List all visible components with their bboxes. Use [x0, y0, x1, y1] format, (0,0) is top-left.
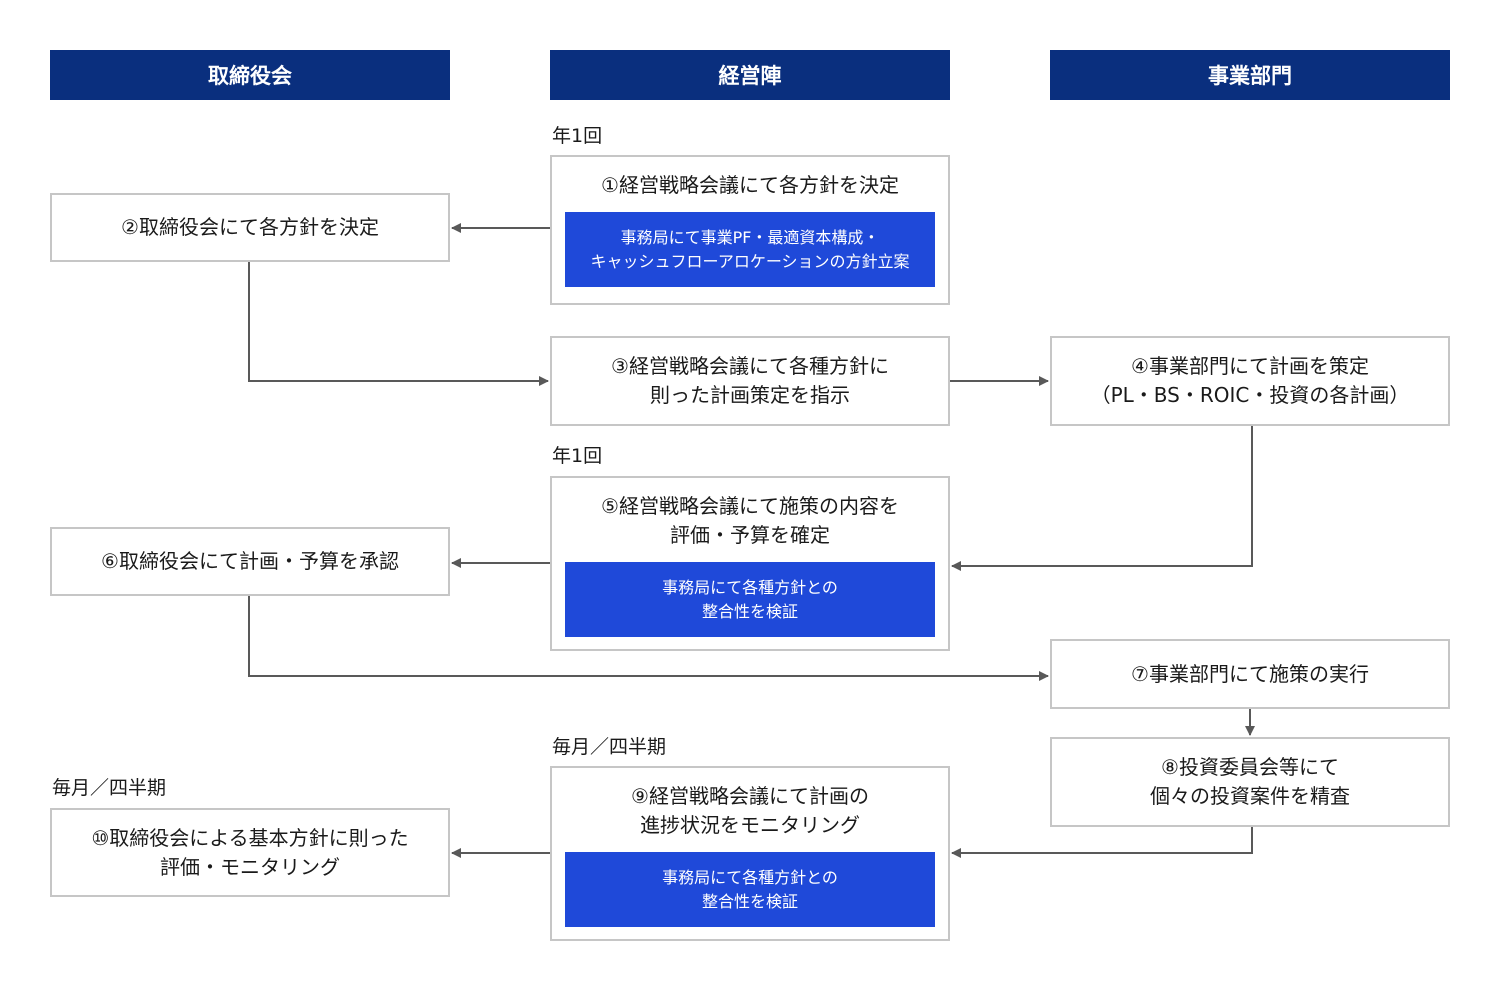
step-3-title: ③経営戦略会議にて各種方針に 則った計画策定を指示	[611, 354, 889, 407]
frequency-label-annual: 年1回	[552, 125, 603, 147]
step-2-title: ②取締役会にて各方針を決定	[121, 215, 379, 239]
step-4-box: ④事業部門にて計画を策定 （PL・BS・ROIC・投資の各計画）	[1050, 336, 1450, 426]
step-10-box: ⑩取締役会による基本方針に則った 評価・モニタリング	[50, 808, 450, 897]
step-5-box: ⑤経営戦略会議にて施策の内容を 評価・予算を確定 事務局にて各種方針との 整合性…	[550, 476, 950, 651]
step-7-title: ⑦事業部門にて施策の実行	[1131, 661, 1369, 686]
step-3-box: ③経営戦略会議にて各種方針に 則った計画策定を指示	[550, 336, 950, 426]
header-board: 取締役会	[50, 50, 450, 100]
step-8-box: ⑧投資委員会等にて 個々の投資案件を精査	[1050, 737, 1450, 827]
header-management: 経営陣	[550, 50, 950, 100]
frequency-label-monthly: 毎月／四半期	[552, 736, 667, 758]
step-8-title: ⑧投資委員会等にて 個々の投資案件を精査	[1150, 755, 1350, 808]
step-1-secretariat-note: 事務局にて事業PF・最適資本構成・ キャッシュフローアロケーションの方針立案	[565, 212, 935, 287]
step-9-title: ⑨経営戦略会議にて計画の 進捗状況をモニタリング	[631, 784, 869, 837]
step-6-title: ⑥取締役会にて計画・予算を承認	[101, 549, 399, 573]
header-business-units: 事業部門	[1050, 50, 1450, 100]
step-1-title: ①経営戦略会議にて各方針を決定	[601, 173, 899, 197]
arrow-step8-to-step9	[951, 827, 1253, 858]
frequency-label-monthly: 毎月／四半期	[52, 777, 167, 799]
step-5-title: ⑤経営戦略会議にて施策の内容を 評価・予算を確定	[601, 494, 899, 547]
step-9-box: ⑨経営戦略会議にて計画の 進捗状況をモニタリング 事務局にて各種方針との 整合性…	[550, 766, 950, 941]
step-5-secretariat-note: 事務局にて各種方針との 整合性を検証	[565, 562, 935, 637]
step-4-title: ④事業部門にて計画を策定 （PL・BS・ROIC・投資の各計画）	[1090, 354, 1410, 407]
frequency-label-annual: 年1回	[552, 445, 603, 467]
step-10-title: ⑩取締役会による基本方針に則った 評価・モニタリング	[91, 825, 409, 879]
arrow-step2-to-step3	[248, 262, 549, 386]
step-9-secretariat-note: 事務局にて各種方針との 整合性を検証	[565, 852, 935, 927]
step-7-box: ⑦事業部門にて施策の実行	[1050, 639, 1450, 709]
step-2-box: ②取締役会にて各方針を決定	[50, 193, 450, 262]
arrow-step6-to-step7	[248, 596, 1049, 681]
step-6-box: ⑥取締役会にて計画・予算を承認	[50, 527, 450, 596]
arrow-step4-to-step5	[951, 426, 1253, 571]
step-1-box: ①経営戦略会議にて各方針を決定 事務局にて事業PF・最適資本構成・ キャッシュフ…	[550, 155, 950, 305]
